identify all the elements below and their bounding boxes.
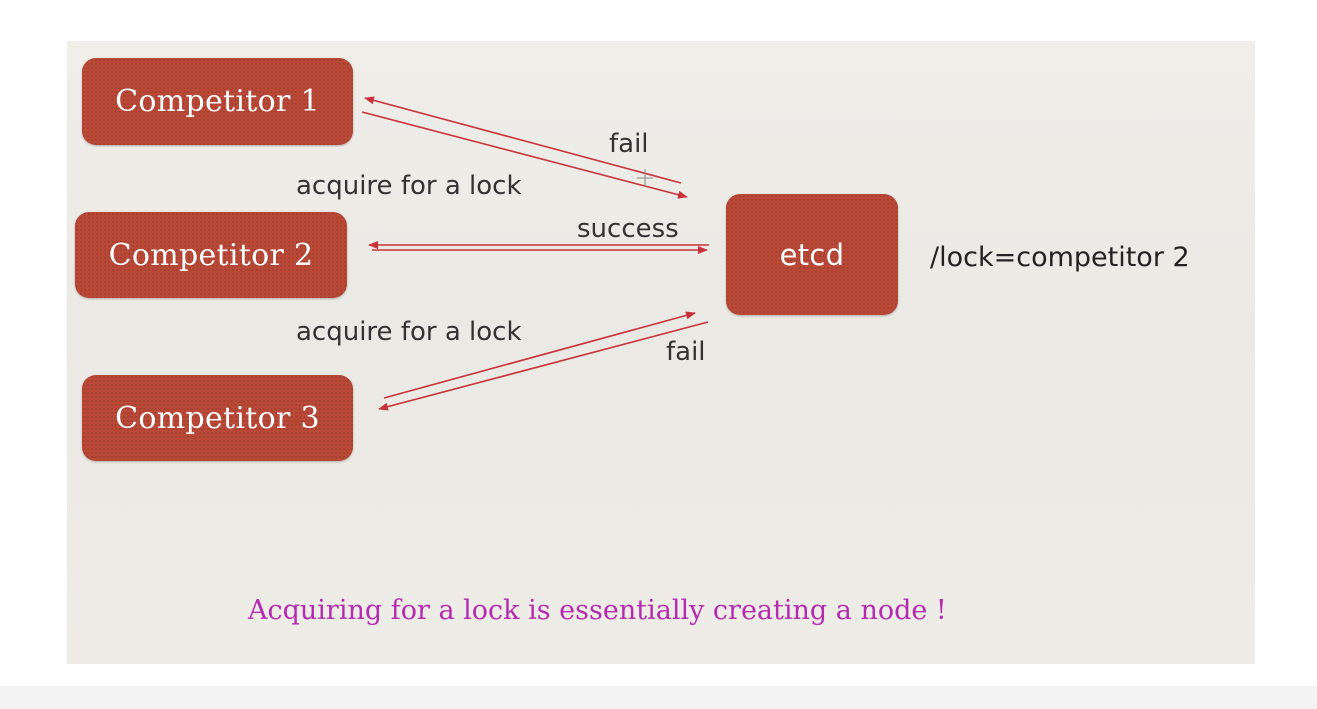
arrow-etcd-to-c3-fail — [378, 321, 709, 411]
etcd-label: etcd — [779, 237, 845, 272]
arrows-layer — [361, 96, 709, 411]
arrow-c1-to-etcd — [361, 111, 688, 199]
success-label: success — [577, 214, 679, 244]
bottom-strip — [0, 686, 1317, 709]
diagram-slide: Competitor 1 Competitor 2 Competitor 3 e… — [67, 41, 1255, 664]
acquire-label-top: acquire for a lock — [296, 171, 522, 201]
fail-label-top: fail — [609, 129, 649, 159]
footer-note: Acquiring for a lock is essentially crea… — [248, 595, 947, 626]
competitor-3-box: Competitor 3 — [82, 375, 353, 461]
fail-label-bottom: fail — [666, 337, 706, 367]
arrow-c3-to-etcd — [383, 311, 696, 399]
competitor-2-label: Competitor 2 — [108, 237, 314, 273]
competitor-1-box: Competitor 1 — [82, 58, 353, 145]
competitor-1-label: Competitor 1 — [115, 84, 320, 119]
competitor-2-box: Competitor 2 — [75, 212, 347, 298]
lock-key-value: /lock=competitor 2 — [930, 242, 1190, 273]
etcd-box: etcd — [726, 194, 898, 315]
arrow-etcd-to-c1-fail — [364, 96, 682, 184]
competitor-3-label: Competitor 3 — [115, 400, 320, 436]
cursor-mark — [637, 169, 653, 187]
acquire-label-bottom: acquire for a lock — [296, 317, 522, 347]
